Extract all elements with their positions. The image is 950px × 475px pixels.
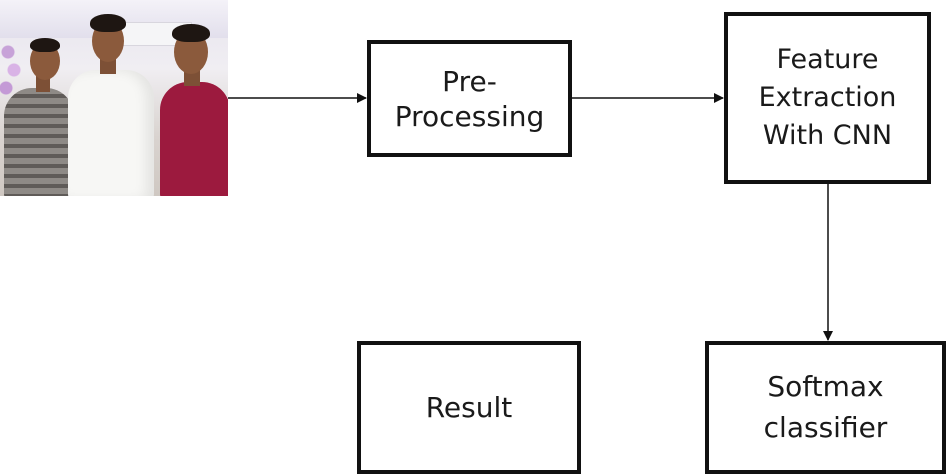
- person-right-body: [160, 82, 228, 196]
- photo-flowers: [0, 40, 22, 100]
- person-middle-body: [68, 70, 154, 196]
- feature-extraction-box: Feature Extraction With CNN: [724, 12, 931, 184]
- result-label: Result: [425, 391, 513, 424]
- preprocessing-box: Pre- Processing: [367, 40, 572, 157]
- person-middle-hair: [90, 14, 126, 32]
- person-right-neck: [184, 70, 200, 86]
- feature-extraction-label: Feature Extraction With CNN: [758, 43, 897, 152]
- result-box: Result: [357, 341, 581, 474]
- person-left-neck: [36, 76, 50, 92]
- person-left-body: [4, 88, 74, 196]
- input-photo: [0, 0, 228, 196]
- person-right-hair: [172, 24, 210, 42]
- person-left-hair: [30, 38, 60, 52]
- softmax-classifier-label: Softmax classifier: [763, 369, 888, 444]
- softmax-classifier-box: Softmax classifier: [705, 341, 946, 474]
- preprocessing-label: Pre- Processing: [394, 64, 545, 133]
